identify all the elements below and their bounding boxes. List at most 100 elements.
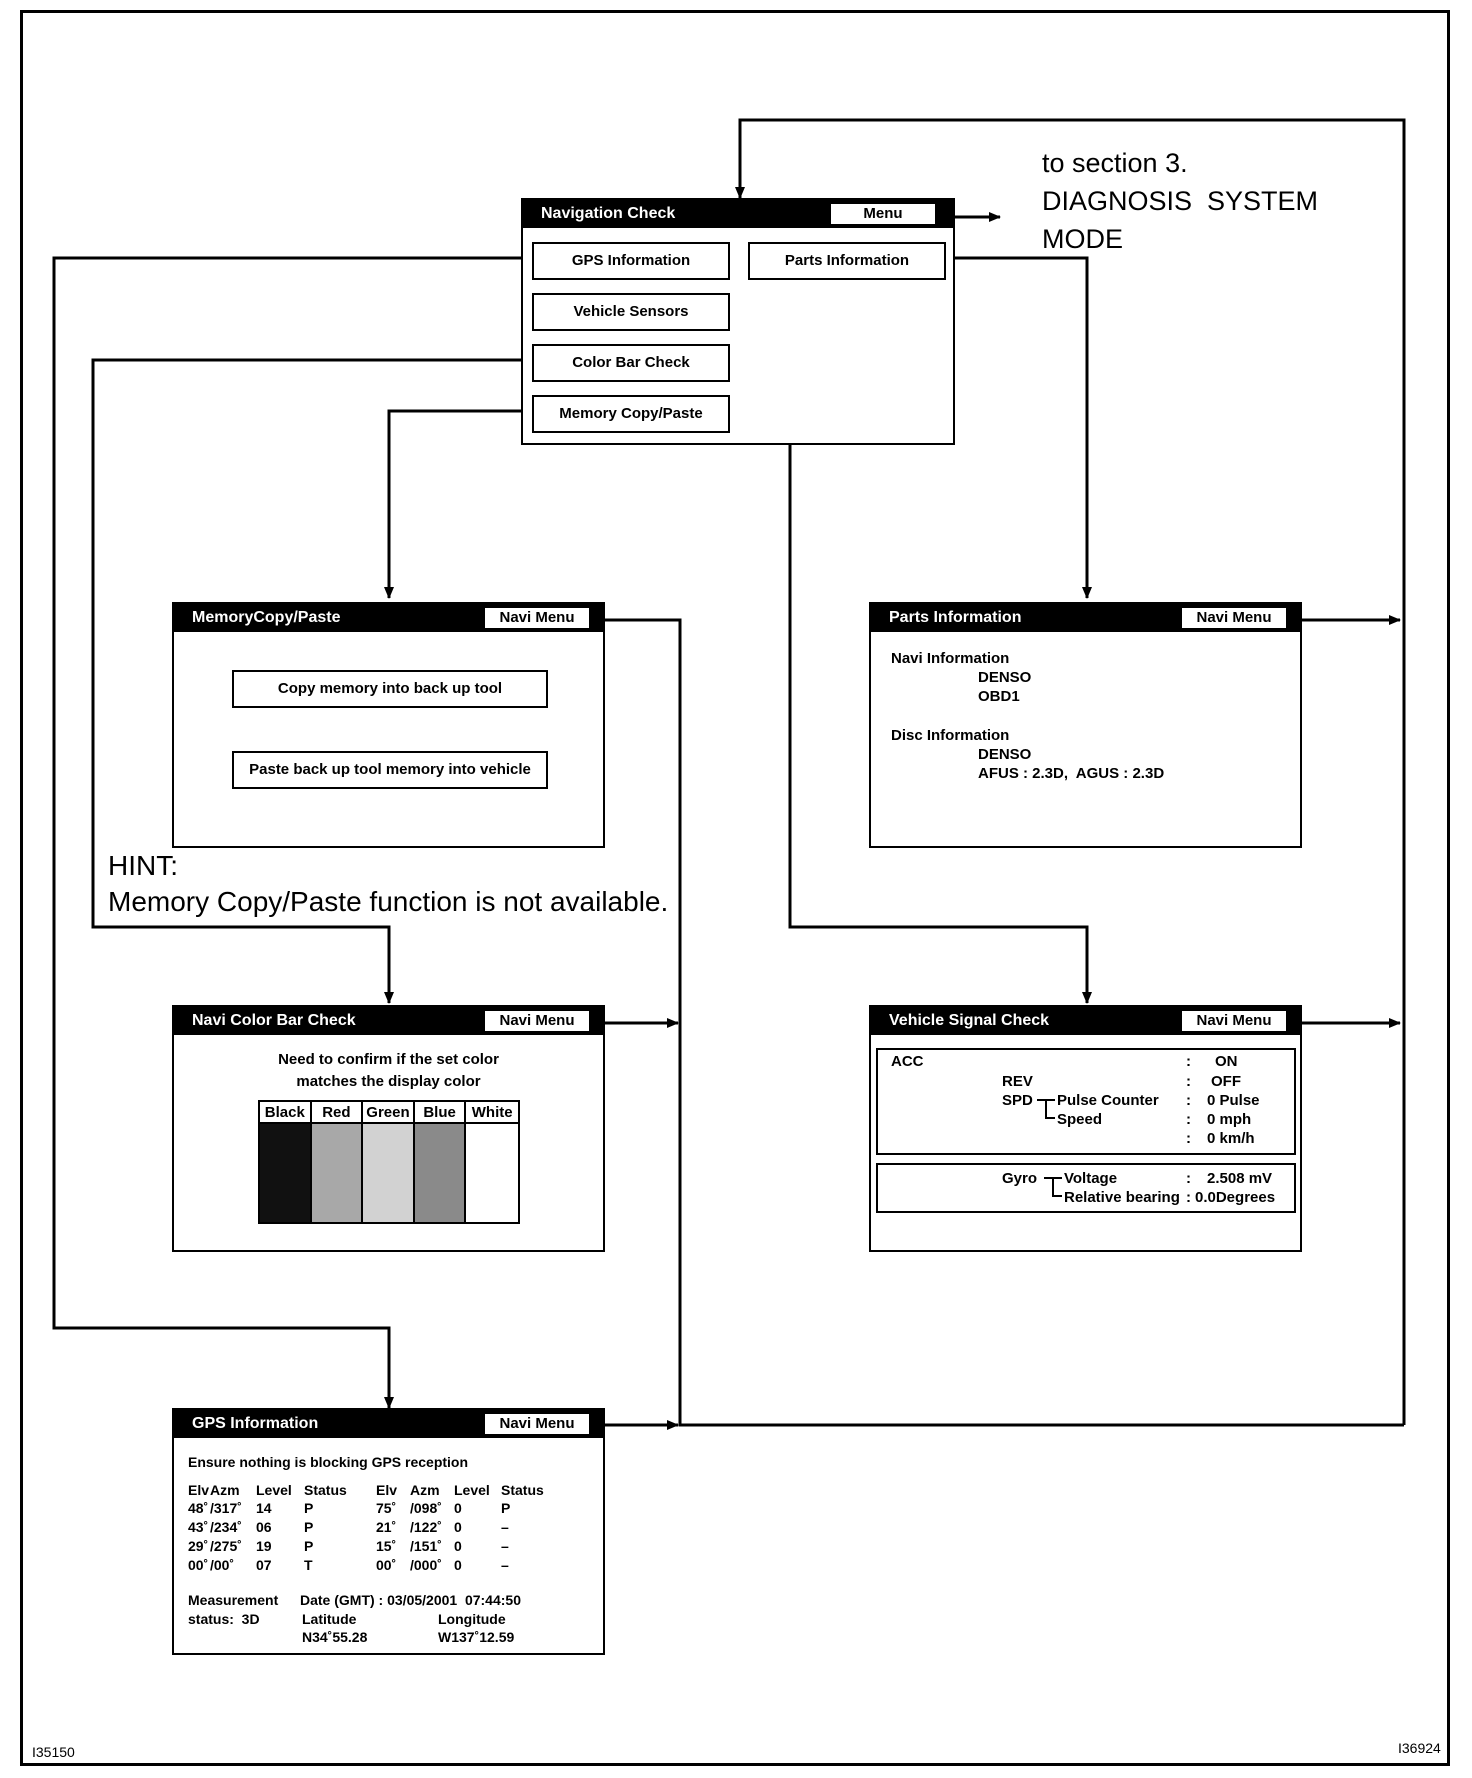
pulse-value: 0 Pulse xyxy=(1207,1092,1260,1109)
gps-cell: P xyxy=(304,1538,314,1554)
spd-bracket xyxy=(1037,1099,1055,1119)
gps-cell: /317˚ xyxy=(210,1500,242,1516)
menu-target-line-1: to section 3. xyxy=(1042,148,1188,178)
color-swatch xyxy=(414,1124,467,1222)
gps-cell: P xyxy=(501,1500,511,1516)
speed-label: Speed xyxy=(1057,1111,1103,1128)
gps-cell: 29˚ xyxy=(188,1538,209,1554)
color-column-label: Blue xyxy=(414,1102,467,1124)
gps-information-button[interactable]: GPS Information xyxy=(532,242,730,280)
gps-cell: 75˚ xyxy=(376,1500,397,1516)
color-column-label: Green xyxy=(363,1102,415,1124)
connector-gps xyxy=(52,256,530,1409)
navi-menu-button[interactable]: Navi Menu xyxy=(485,608,589,628)
navi-menu-button[interactable]: Navi Menu xyxy=(485,1011,589,1031)
gps-notice: Ensure nothing is blocking GPS reception xyxy=(188,1454,469,1470)
gps-cell: 43˚ xyxy=(188,1519,209,1535)
gps-cell: 48˚ xyxy=(188,1500,209,1516)
memory-copy-paste-window: MemoryCopy/Paste Navi Menu Copy memory i… xyxy=(172,602,605,848)
window-title: Navi Color Bar Check xyxy=(192,1012,356,1029)
gps-cell: /122˚ xyxy=(410,1519,442,1535)
gps-cell: 14 xyxy=(256,1500,272,1516)
gps-header-cell: Azm xyxy=(410,1482,440,1498)
figure-id-left: I35150 xyxy=(32,1744,75,1760)
gps-header-cell: Elv xyxy=(376,1482,398,1498)
color-swatch xyxy=(260,1124,312,1222)
gps-cell: 0 xyxy=(454,1500,462,1516)
color-column-label: White xyxy=(466,1102,518,1124)
window-title: GPS Information xyxy=(192,1415,319,1432)
color-column-label: Red xyxy=(311,1102,364,1124)
gps-cell: 00˚ xyxy=(376,1557,397,1573)
colon: : xyxy=(1186,1053,1191,1070)
latitude-label: Latitude xyxy=(302,1611,357,1627)
gps-cell: /151˚ xyxy=(410,1538,442,1554)
navi-menu-button[interactable]: Navi Menu xyxy=(1182,608,1286,628)
window-title: Navigation Check xyxy=(541,205,676,222)
colon: : xyxy=(1186,1111,1191,1128)
navigation-check-window: Navigation Check Menu GPS Information Pa… xyxy=(521,198,955,445)
gps-cell: 0 xyxy=(454,1538,462,1554)
acc-label: ACC xyxy=(891,1053,924,1070)
gps-cell: P xyxy=(304,1500,314,1516)
menu-button[interactable]: Menu xyxy=(831,204,935,224)
gps-header-cell: Azm xyxy=(210,1482,240,1498)
gps-cell: 0 xyxy=(454,1557,462,1573)
gyro-label: Gyro xyxy=(1002,1170,1038,1187)
paste-memory-button[interactable]: Paste back up tool memory into vehicle xyxy=(232,751,548,789)
gyro-box xyxy=(876,1163,1296,1213)
gps-cell: /00˚ xyxy=(210,1557,235,1573)
copy-memory-button[interactable]: Copy memory into back up tool xyxy=(232,670,548,708)
vehicle-signal-check-window: Vehicle Signal Check Navi Menu ACC : ON … xyxy=(869,1005,1302,1252)
gps-cell: /275˚ xyxy=(210,1538,242,1554)
measurement-label: Measurement xyxy=(188,1592,279,1608)
memory-copy-paste-button[interactable]: Memory Copy/Paste xyxy=(532,395,730,433)
gps-header-cell: Level xyxy=(454,1482,490,1498)
disc-maker-value: DENSO xyxy=(978,746,1032,763)
menu-target-line-3: MODE xyxy=(1042,224,1123,254)
gps-cell: – xyxy=(501,1538,509,1554)
gps-cell: /234˚ xyxy=(210,1519,242,1535)
figure-frame xyxy=(20,10,1450,1766)
window-title: Vehicle Signal Check xyxy=(889,1012,1050,1029)
color-column-label: Black xyxy=(260,1102,312,1124)
date-gmt: Date (GMT) : 03/05/2001 07:44:50 xyxy=(300,1592,521,1608)
colon: : xyxy=(1186,1130,1191,1147)
speed-mph-value: 0 mph xyxy=(1207,1111,1252,1128)
connector-memory-navi xyxy=(585,618,1404,1427)
navi-menu-button[interactable]: Navi Menu xyxy=(485,1414,589,1434)
rev-value: OFF xyxy=(1211,1073,1241,1090)
hint-label: HINT: xyxy=(108,850,178,881)
colon: : xyxy=(1186,1170,1191,1187)
navi-model-value: OBD1 xyxy=(978,688,1020,705)
relative-bearing-label: Relative bearing xyxy=(1064,1189,1180,1206)
window-title: Parts Information xyxy=(889,609,1022,626)
connector-memory xyxy=(384,409,530,599)
connector-return-loop xyxy=(735,118,1406,1425)
navi-menu-button[interactable]: Navi Menu xyxy=(1182,1011,1286,1031)
navi-information-label: Navi Information xyxy=(891,650,1010,667)
color-swatch xyxy=(363,1124,415,1222)
speed-kmh-value: 0 km/h xyxy=(1207,1130,1255,1147)
colon: : xyxy=(1186,1189,1191,1206)
latitude-value: N34˚55.28 xyxy=(302,1629,368,1645)
color-bar-check-button[interactable]: Color Bar Check xyxy=(532,344,730,382)
parts-information-button[interactable]: Parts Information xyxy=(748,242,946,280)
colon: : xyxy=(1186,1092,1191,1109)
gps-cell: 00˚ xyxy=(188,1557,209,1573)
longitude-value: W137˚12.59 xyxy=(438,1629,515,1645)
relative-bearing-value: 0.0Degrees xyxy=(1195,1189,1276,1206)
gps-cell: 07 xyxy=(256,1557,272,1573)
instruction-line-2: matches the display color xyxy=(296,1073,481,1090)
connector-parts xyxy=(944,256,1092,599)
gps-header-cell: Status xyxy=(304,1482,347,1498)
acc-value: ON xyxy=(1215,1053,1238,1070)
vehicle-sensors-button[interactable]: Vehicle Sensors xyxy=(532,293,730,331)
gps-cell: – xyxy=(501,1557,509,1573)
rev-label: REV xyxy=(1002,1073,1033,1090)
disc-information-label: Disc Information xyxy=(891,727,1010,744)
menu-target-line-2: DIAGNOSIS SYSTEM xyxy=(1042,186,1319,216)
longitude-label: Longitude xyxy=(438,1611,506,1627)
